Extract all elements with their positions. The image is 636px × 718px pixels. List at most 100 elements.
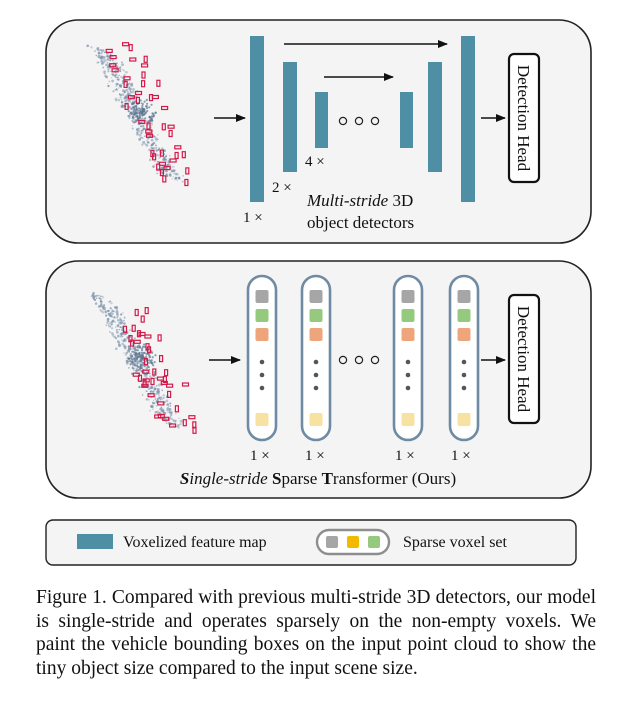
point xyxy=(123,322,126,325)
point xyxy=(119,66,122,69)
point xyxy=(99,308,101,311)
point xyxy=(111,309,113,311)
point xyxy=(165,399,169,403)
point xyxy=(161,389,164,392)
point xyxy=(177,424,180,427)
vehicle-box xyxy=(156,163,161,171)
point xyxy=(175,176,178,180)
voxel-capsule xyxy=(448,274,480,442)
point xyxy=(168,411,171,414)
vehicle-box xyxy=(147,393,155,398)
point xyxy=(162,158,165,161)
legend-frame xyxy=(45,519,577,566)
point xyxy=(154,163,156,165)
point xyxy=(140,111,143,114)
point xyxy=(110,70,112,72)
point xyxy=(145,398,148,401)
point xyxy=(111,59,115,62)
point xyxy=(128,367,130,369)
point xyxy=(156,397,159,401)
point xyxy=(133,364,136,367)
voxel-square xyxy=(255,413,269,426)
point xyxy=(118,344,121,347)
point xyxy=(132,110,135,114)
vehicle-box xyxy=(123,80,128,89)
point xyxy=(135,369,138,372)
point xyxy=(125,351,129,355)
point xyxy=(166,403,169,406)
point xyxy=(118,329,120,331)
vehicle-box xyxy=(148,93,154,102)
point xyxy=(141,143,144,147)
point xyxy=(90,46,93,49)
point xyxy=(138,133,142,137)
vehicle-box xyxy=(142,379,147,387)
point xyxy=(111,310,113,313)
voxel-square xyxy=(309,328,323,341)
point xyxy=(121,76,124,79)
point xyxy=(156,385,158,387)
point xyxy=(154,160,156,163)
stride-label-4x: 4 × xyxy=(305,154,325,170)
point xyxy=(100,49,103,52)
point xyxy=(151,401,155,405)
point xyxy=(106,61,109,64)
point xyxy=(143,343,146,346)
point xyxy=(117,87,120,89)
point xyxy=(140,136,143,139)
stride-label-1x: 1 × xyxy=(451,448,471,464)
point xyxy=(148,359,151,362)
point xyxy=(103,60,106,63)
single-stride-panel: 1 × 1 × 1 × 1 × Single-stride Sparse Tra… xyxy=(45,260,592,499)
point xyxy=(123,352,125,354)
voxel-capsule xyxy=(246,274,278,442)
point xyxy=(116,56,118,59)
vehicle-box xyxy=(121,42,130,47)
point xyxy=(100,59,104,63)
detector-label-line2: object detectors xyxy=(307,213,414,232)
point xyxy=(156,390,159,393)
point xyxy=(152,399,155,402)
point xyxy=(109,307,112,310)
dot xyxy=(259,372,265,378)
point xyxy=(132,90,135,94)
point xyxy=(131,355,134,358)
point xyxy=(144,143,147,146)
point xyxy=(113,74,116,77)
point xyxy=(135,349,138,352)
point xyxy=(146,141,149,144)
feature-map-4x xyxy=(315,92,328,148)
point xyxy=(150,386,152,389)
point xyxy=(138,344,141,347)
point xyxy=(174,419,177,422)
point xyxy=(132,353,135,356)
point xyxy=(165,422,168,424)
point xyxy=(167,408,171,412)
vehicle-box xyxy=(145,343,150,351)
legend-voxel-gray xyxy=(326,536,338,548)
point xyxy=(115,310,119,314)
point xyxy=(115,307,117,310)
point xyxy=(112,310,115,313)
vehicle-box xyxy=(127,95,135,100)
point xyxy=(122,69,125,72)
point xyxy=(142,140,146,144)
point xyxy=(124,353,128,357)
point xyxy=(145,355,148,358)
point xyxy=(132,88,135,91)
point xyxy=(109,312,112,315)
vehicle-box xyxy=(181,382,190,387)
vehicle-box xyxy=(184,178,189,187)
point xyxy=(155,377,158,380)
point xyxy=(105,55,108,57)
point xyxy=(98,295,100,297)
point xyxy=(129,352,133,356)
point xyxy=(168,174,172,177)
point xyxy=(130,107,133,110)
dot xyxy=(461,372,467,378)
point xyxy=(129,102,132,104)
point xyxy=(115,99,118,102)
point xyxy=(161,147,164,150)
point xyxy=(145,107,149,110)
